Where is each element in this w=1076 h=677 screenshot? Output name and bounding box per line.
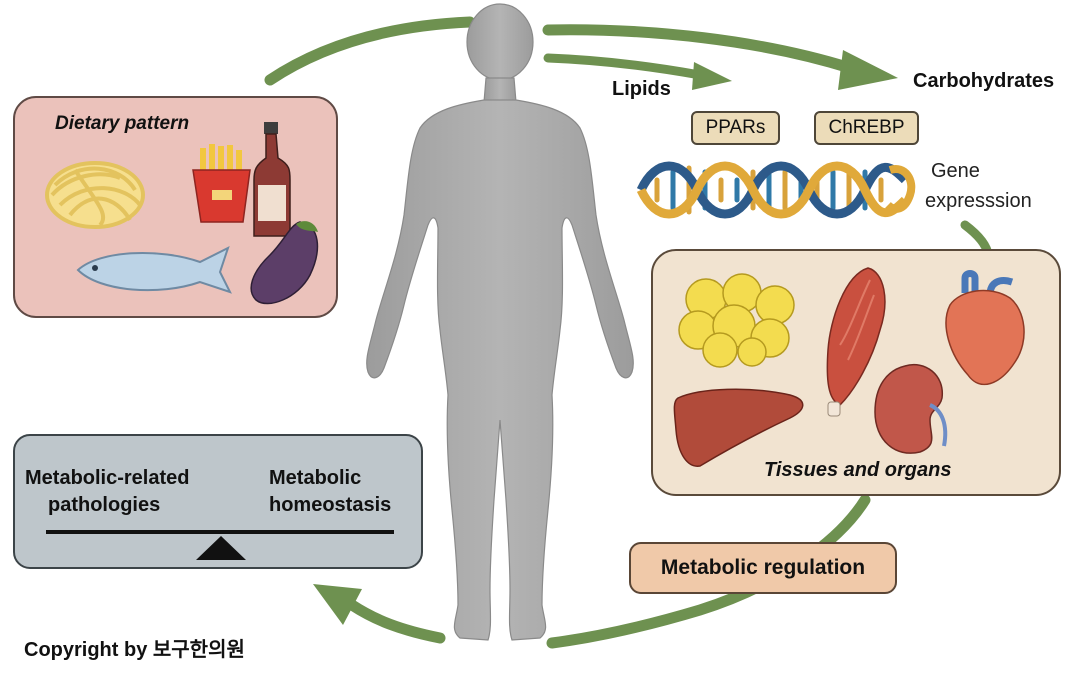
balance-fulcrum-icon: [196, 536, 246, 560]
kidney-icon: [874, 364, 948, 454]
balance-right-line2: homeostasis: [269, 494, 392, 516]
arrow-lipids: [543, 53, 705, 80]
ppar-label: PPARs: [705, 117, 766, 138]
diet-title: Dietary pattern: [55, 113, 190, 134]
chrebp-label: ChREBP: [828, 117, 905, 138]
arrow-lower-right: [546, 494, 871, 649]
regulation-badge: Metabolic regulation: [629, 542, 897, 594]
arrow-bottom-left: [346, 599, 446, 644]
human-silhouette-icon: [366, 3, 634, 641]
cycle-arrows: [264, 16, 993, 649]
fries-icon: [192, 144, 251, 223]
arrow-top-left: [264, 16, 476, 86]
eggplant-icon: [250, 221, 319, 305]
adipose-icon: [678, 273, 795, 368]
copyright-text: Copyright by 보구한의원: [24, 639, 245, 661]
arrow-heads: [313, 50, 898, 625]
balance-right-line1: Metabolic: [269, 467, 362, 489]
carbohydrates-label: Carbohydrates: [913, 70, 1055, 92]
balance-box: [13, 434, 423, 569]
tissues-title: Tissues and organs: [764, 459, 952, 481]
fish-icon: [76, 246, 232, 294]
lipids-label: Lipids: [612, 78, 671, 100]
arrow-top-right: [542, 24, 856, 74]
chrebp-badge: ChREBP: [814, 111, 919, 145]
arrowhead-lipids: [692, 62, 732, 90]
bottle-icon: [253, 122, 291, 237]
muscle-icon: [826, 267, 886, 417]
ppar-badge: PPARs: [691, 111, 780, 145]
gene-label-line2: expresssion: [925, 190, 1032, 212]
balance-left-line2: pathologies: [48, 494, 161, 516]
liver-icon: [673, 388, 804, 467]
arrowhead-carbohydrates: [838, 50, 898, 90]
dna-icon: [636, 161, 916, 219]
regulation-label: Metabolic regulation: [660, 556, 866, 579]
balance-left-line1: Metabolic-related: [25, 467, 190, 489]
arrowhead-bottom-left: [313, 584, 362, 625]
heart-icon: [945, 270, 1025, 386]
gene-label-line1: Gene: [931, 160, 980, 182]
pasta-icon: [45, 161, 145, 229]
